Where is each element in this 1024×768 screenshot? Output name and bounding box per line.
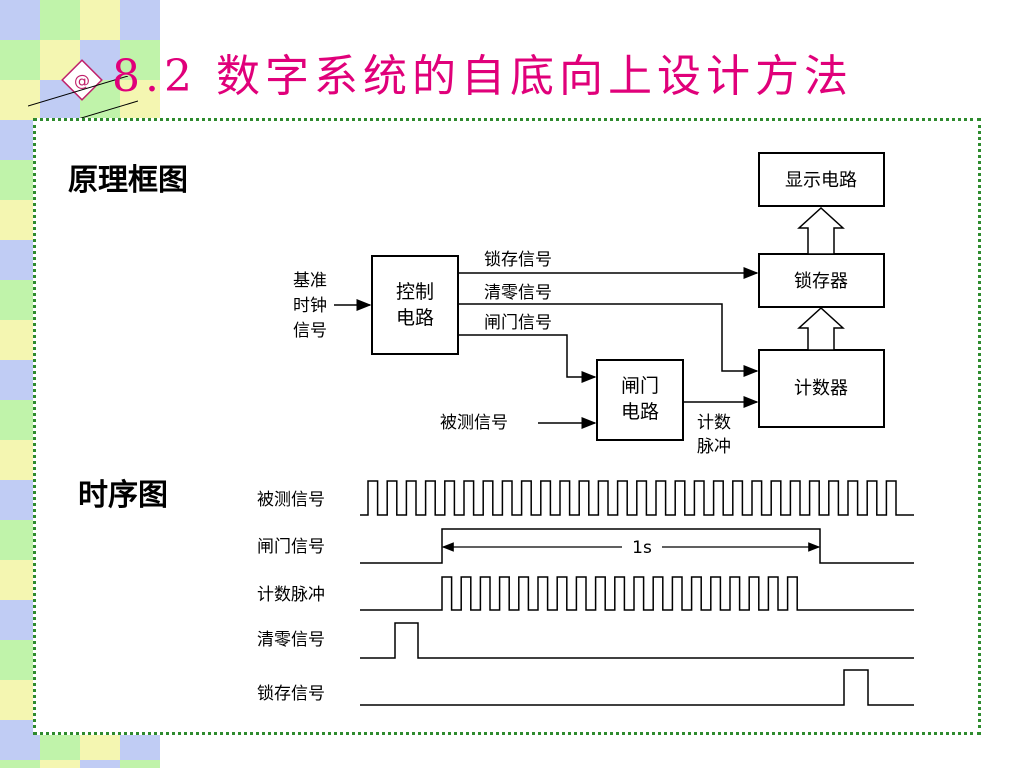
section-timing-diagram: 时序图 <box>78 478 168 513</box>
clock-input-label-2: 时钟 <box>293 296 327 316</box>
timing-label-latch: 锁存信号 <box>257 684 325 704</box>
gate-signal-line <box>458 334 597 383</box>
display-circuit-box <box>758 152 885 207</box>
strip-tile <box>120 0 160 40</box>
timing-label-clear: 清零信号 <box>257 630 325 650</box>
strip-tile <box>0 40 40 80</box>
slide-title: 8.2 数字系统的自底向上设计方法 <box>112 51 853 102</box>
waveform-clear <box>360 622 914 659</box>
clock-input-label-3: 信号 <box>293 321 327 341</box>
section-block-diagram: 原理框图 <box>68 163 188 198</box>
waveform-measured <box>360 480 914 516</box>
strip-tile <box>80 0 120 40</box>
strip-tile <box>120 40 160 80</box>
strip-tile <box>40 0 80 40</box>
count-pulse-label-2: 脉冲 <box>697 437 731 457</box>
counter-to-latch-arrow <box>797 306 845 351</box>
strip-tile <box>40 760 80 768</box>
latch-to-display-arrow <box>797 206 845 255</box>
waveform-gate <box>360 528 914 564</box>
gate-circuit-label-1: 闸门 <box>621 375 659 397</box>
latch-signal-label: 锁存信号 <box>484 250 552 270</box>
measured-input-label: 被测信号 <box>440 413 508 433</box>
counter-box <box>758 349 885 428</box>
strip-tile <box>0 760 40 768</box>
waveform-count-pulse <box>360 576 914 611</box>
strip-tile <box>120 80 160 120</box>
at-logo-icon: @ <box>60 58 104 102</box>
control-circuit-label-1: 控制 <box>396 281 434 303</box>
count-pulse-label-1: 计数 <box>697 413 731 433</box>
gate-circuit-box <box>596 359 684 441</box>
timing-label-count: 计数脉冲 <box>257 585 325 605</box>
latch-label: 锁存器 <box>794 271 848 292</box>
strip-tile <box>0 80 40 120</box>
clock-input-label-1: 基准 <box>293 271 327 291</box>
clear-signal-line <box>458 303 759 377</box>
timing-label-gate: 闸门信号 <box>257 537 325 557</box>
logo-symbol: @ <box>74 71 90 90</box>
gate-circuit-label-2: 电路 <box>621 401 659 423</box>
display-circuit-label: 显示电路 <box>785 170 857 191</box>
strip-tile <box>80 760 120 768</box>
clear-signal-label: 清零信号 <box>484 283 552 303</box>
latch-box <box>758 253 885 308</box>
control-circuit-box <box>371 255 459 355</box>
strip-tile <box>0 0 40 40</box>
control-circuit-label-2: 电路 <box>396 307 434 329</box>
strip-tile <box>120 760 160 768</box>
gate-signal-label: 闸门信号 <box>484 313 552 333</box>
timing-label-measured: 被测信号 <box>257 490 325 510</box>
gate-duration-label: 1s <box>632 538 652 558</box>
counter-label: 计数器 <box>794 378 848 399</box>
waveform-latch <box>360 669 914 706</box>
